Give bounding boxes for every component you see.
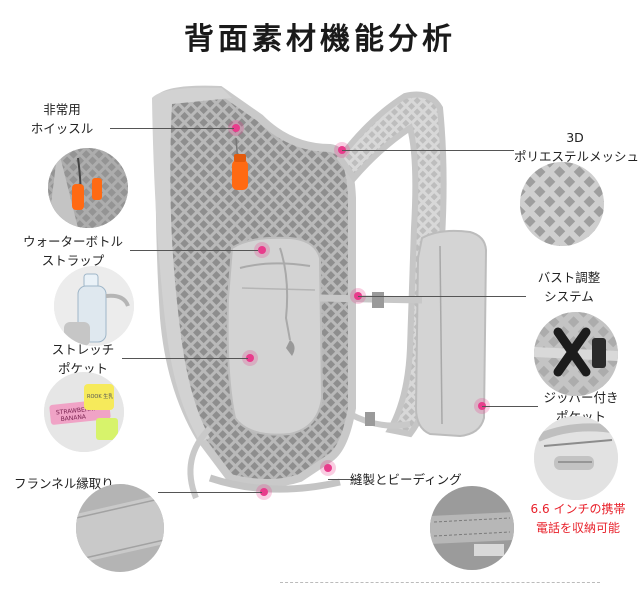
leader-line-whistle [110,128,234,129]
detail-bottle-image [54,266,134,346]
detail-flannel-image [76,484,164,572]
callout-sewing: 縫製とビーディング [350,472,462,487]
hotspot-stretch-pocket [242,350,258,366]
leader-line-bottle [130,250,258,251]
leader-line-zipper [482,406,538,407]
callout-bust: バスト調整システム [537,270,601,304]
detail-snacks-image: STRAWBERRY BANANA ROOK 生乳 [44,372,124,452]
snack-label-1: STRAWBERRY [56,405,97,416]
hotspot-bottle-strap [254,242,270,258]
detail-buckle-image [534,312,618,396]
callout-whistle: 非常用ホイッスル [30,102,94,136]
snack-label-3: ROOK 生乳 [87,393,113,400]
leader-line-flannel [158,492,262,493]
detail-zipper-image [534,416,618,500]
leader-line-stretch [122,358,248,359]
hotspot-whistle [228,120,244,136]
detail-sewing-image [430,486,514,570]
hotspot-sewing [320,460,336,476]
bottom-divider [280,582,600,583]
vest-illustration [140,78,500,572]
callout-phone: 6.6 インチの携帯電話を収納可能 [530,502,626,535]
callout-bottle-strap: ウォーターボトルストラップ [22,234,123,268]
detail-whistle-image [48,148,128,228]
snack-label-2: BANANA [60,413,87,423]
leader-line-bust [358,296,526,297]
callout-flannel: フランネル縁取り [14,476,114,491]
leader-line-sewing [328,479,358,480]
hotspot-flannel [256,484,272,500]
callout-stretch-pocket: ストレッチポケット [51,342,115,376]
page-title: 背面素材機能分析 [184,22,456,57]
detail-mesh-image [520,162,604,246]
leader-line-mesh [342,150,514,151]
